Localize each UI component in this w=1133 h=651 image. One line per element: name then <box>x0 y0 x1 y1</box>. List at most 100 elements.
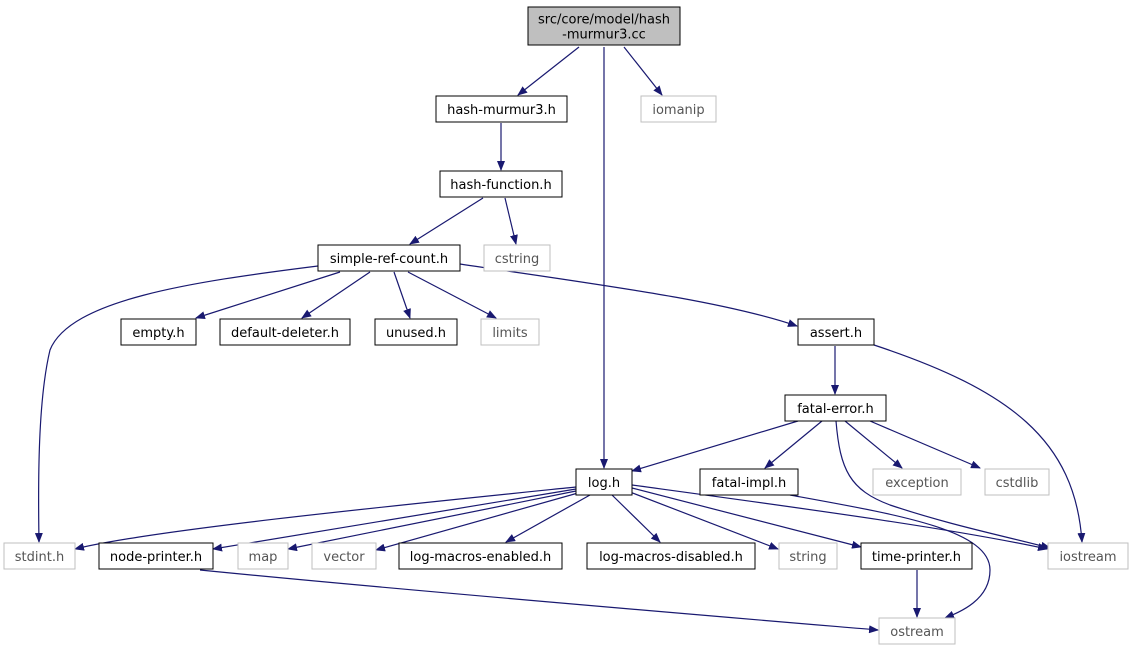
edge-log-h-to-vector <box>375 492 579 552</box>
edge-fatal-error-h-to-cstdlib <box>869 420 981 469</box>
node-label: log-macros-enabled.h <box>410 550 551 565</box>
node-hash-function-h[interactable]: hash-function.h <box>439 170 563 198</box>
node-box <box>219 318 351 346</box>
node-box <box>1047 542 1129 570</box>
node-box <box>778 542 838 570</box>
node-label: iomanip <box>652 103 704 118</box>
node-exception: exception <box>872 468 962 496</box>
node-label: iostream <box>1059 550 1116 565</box>
edge-assert-h-to-iostream <box>873 344 1086 543</box>
node-box <box>860 542 973 570</box>
node-box <box>527 6 681 46</box>
node-box <box>374 318 458 346</box>
node-fatal-impl-h[interactable]: fatal-impl.h <box>699 468 799 496</box>
node-label: -murmur3.cc <box>562 28 646 43</box>
node-cstdlib: cstdlib <box>984 468 1050 496</box>
edge-simple-ref-count-h-to-assert-h <box>459 263 798 327</box>
node-map: map <box>237 542 289 570</box>
node-iostream: iostream <box>1047 542 1129 570</box>
edge-fatal-error-h-to-iostream <box>835 420 1051 550</box>
edge-fatal-error-h-to-log-h <box>631 420 799 473</box>
edge-fatal-error-h-to-fatal-impl-h <box>764 420 823 469</box>
node-unused-h[interactable]: unused.h <box>374 318 458 346</box>
node-limits: limits <box>480 318 540 346</box>
node-string: string <box>778 542 838 570</box>
edge-hash-function-h-to-cstring <box>504 197 518 245</box>
node-label: stdint.h <box>15 550 64 565</box>
node-label: cstdlib <box>996 476 1039 491</box>
node-log-macros-disabled-h[interactable]: log-macros-disabled.h <box>586 542 756 570</box>
node-box <box>575 468 633 496</box>
node-label: default-deleter.h <box>231 326 339 341</box>
node-hash-murmur3-h[interactable]: hash-murmur3.h <box>435 95 568 123</box>
node-fatal-error-h[interactable]: fatal-error.h <box>784 394 887 422</box>
node-label: fatal-error.h <box>797 402 874 417</box>
nodes-layer: src/core/model/hash-murmur3.cc hash-murmu… <box>3 6 1129 645</box>
node-ostream: ostream <box>878 617 956 645</box>
node-label: limits <box>492 326 528 341</box>
edge-log-h-to-time-printer-h <box>631 487 862 549</box>
node-label: empty.h <box>132 326 184 341</box>
node-box <box>784 394 887 422</box>
node-label: hash-murmur3.h <box>447 103 556 118</box>
edge-hash-function-h-to-simple-ref-count-h <box>409 197 484 245</box>
node-node-printer-h[interactable]: node-printer.h <box>98 542 214 570</box>
node-label: exception <box>885 476 949 491</box>
edge-fatal-impl-h-to-ostream <box>789 494 991 619</box>
node-default-deleter-h[interactable]: default-deleter.h <box>219 318 351 346</box>
node-label: time-printer.h <box>872 550 961 565</box>
edge-log-h-to-string <box>629 491 779 550</box>
node-label: string <box>789 550 826 565</box>
edge-fatal-error-h-to-exception <box>844 420 903 469</box>
node-time-printer-h[interactable]: time-printer.h <box>860 542 973 570</box>
node-assert-h[interactable]: assert.h <box>797 318 875 346</box>
node-box <box>872 468 962 496</box>
node-label: log.h <box>588 476 620 491</box>
node-label: assert.h <box>810 326 862 341</box>
node-box <box>483 244 551 272</box>
node-vector: vector <box>311 542 377 570</box>
edge-root-to-hash-murmur3-h <box>517 46 580 96</box>
node-box <box>797 318 875 346</box>
edge-log-h-to-node-printer-h <box>212 488 577 552</box>
node-box <box>586 542 756 570</box>
node-iomanip: iomanip <box>640 95 717 123</box>
node-box <box>237 542 289 570</box>
node-label: src/core/model/hash <box>538 13 670 28</box>
node-box <box>480 318 540 346</box>
edge-simple-ref-count-h-to-limits <box>407 271 497 319</box>
node-box <box>439 170 563 198</box>
node-stdint-h: stdint.h <box>3 542 76 570</box>
node-box <box>98 542 214 570</box>
edge-simple-ref-count-h-to-empty-h <box>195 271 341 320</box>
node-label: ostream <box>890 625 944 640</box>
edge-log-h-to-log-macros-disabled-h <box>611 494 661 543</box>
node-label: simple-ref-count.h <box>330 252 448 267</box>
node-simple-ref-count-h[interactable]: simple-ref-count.h <box>317 244 461 272</box>
node-box <box>984 468 1050 496</box>
node-cstring: cstring <box>483 244 551 272</box>
node-log-h[interactable]: log.h <box>575 468 633 496</box>
edge-log-h-to-stdint-h <box>74 486 577 551</box>
edge-log-h-to-iostream <box>631 484 1048 552</box>
node-label: unused.h <box>386 326 446 341</box>
edge-simple-ref-count-h-to-unused-h <box>393 271 411 319</box>
node-label: hash-function.h <box>450 178 551 193</box>
node-box <box>699 468 799 496</box>
edges-layer <box>34 46 1086 634</box>
edge-log-h-to-log-macros-enabled-h <box>505 494 591 543</box>
node-label: node-printer.h <box>110 550 202 565</box>
node-empty-h[interactable]: empty.h <box>120 318 197 346</box>
node-label: fatal-impl.h <box>712 476 786 491</box>
edge-simple-ref-count-h-to-stdint-h <box>34 265 319 543</box>
node-box <box>435 95 568 123</box>
node-label: vector <box>323 550 365 565</box>
node-box <box>640 95 717 123</box>
edge-log-h-to-map <box>287 490 577 552</box>
node-log-macros-enabled-h[interactable]: log-macros-enabled.h <box>398 542 563 570</box>
edge-root-to-iomanip <box>623 46 663 96</box>
edge-simple-ref-count-h-to-default-deleter-h <box>301 271 371 319</box>
node-box <box>3 542 76 570</box>
node-label: cstring <box>495 252 539 267</box>
